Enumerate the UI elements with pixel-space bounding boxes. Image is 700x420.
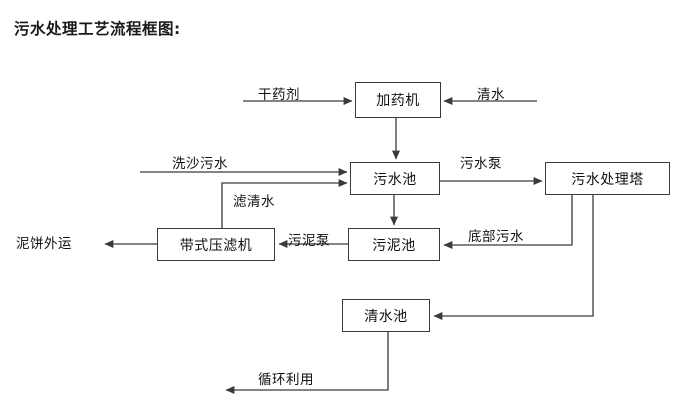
node-sludge-pool[interactable]: 污泥池 bbox=[348, 228, 440, 261]
edge-clear-pool-to-recycle bbox=[225, 332, 389, 394]
edge-label-bottom-sewage: 底部污水 bbox=[468, 229, 524, 245]
node-label: 污泥池 bbox=[372, 237, 416, 254]
node-label: 清水池 bbox=[364, 308, 408, 325]
edge-label-sludge-pump: 污泥泵 bbox=[288, 233, 330, 249]
terminal-label-washing-sewage: 洗沙污水 bbox=[172, 156, 228, 172]
node-treatment-tower[interactable]: 污水处理塔 bbox=[545, 162, 670, 195]
edge-belt-press-to-sewage-pool bbox=[221, 179, 348, 228]
node-label: 带式压滤机 bbox=[179, 237, 253, 254]
edge-tower-to-clear-pool bbox=[433, 195, 594, 320]
edge-label-recycle-use: 循环利用 bbox=[258, 372, 314, 388]
terminal-label-clean-water: 清水 bbox=[477, 87, 505, 103]
edge-label-filtrate: 滤清水 bbox=[233, 194, 275, 210]
terminal-label-mud-cake-transport: 泥饼外运 bbox=[16, 236, 72, 252]
page-title: 污水处理工艺流程框图: bbox=[14, 20, 181, 38]
node-sewage-pool[interactable]: 污水池 bbox=[350, 162, 440, 195]
node-label: 污水池 bbox=[373, 171, 417, 188]
node-label: 加药机 bbox=[376, 93, 420, 109]
terminal-label-dry-agent: 干药剂 bbox=[258, 87, 300, 103]
edge-label-sewage-pump: 污水泵 bbox=[460, 156, 502, 172]
node-belt-filter-press[interactable]: 带式压滤机 bbox=[157, 228, 275, 261]
edge-tower-to-sludge-pool bbox=[443, 195, 573, 249]
node-label: 污水处理塔 bbox=[571, 171, 644, 188]
node-dosing-machine[interactable]: 加药机 bbox=[355, 82, 441, 118]
node-clear-water-pool[interactable]: 清水池 bbox=[342, 299, 430, 332]
